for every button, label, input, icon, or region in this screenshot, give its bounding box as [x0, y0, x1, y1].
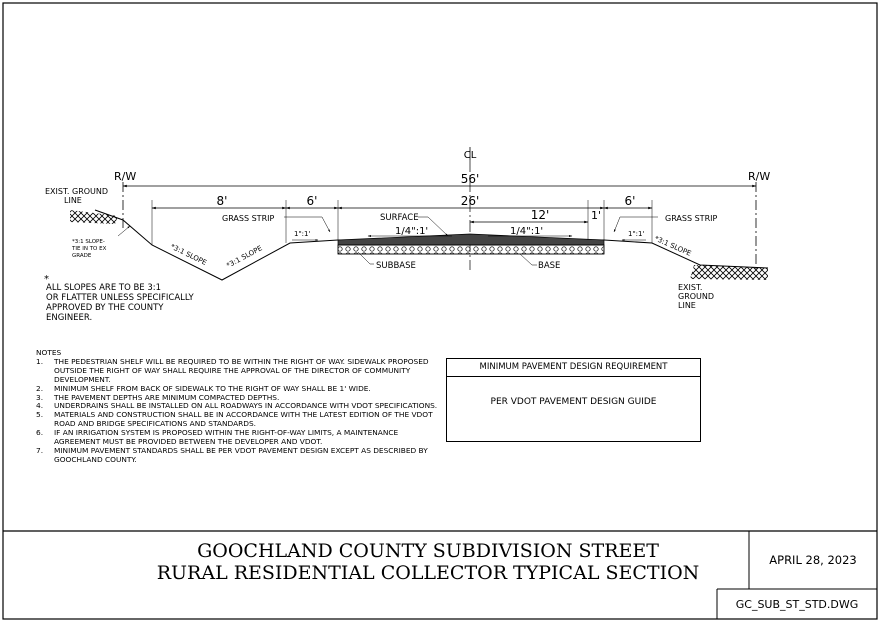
slope-right-label: 1/4":1' — [510, 226, 543, 237]
grass-strip-left: GRASS STRIP — [222, 214, 274, 223]
slopes-note-2: OR FLATTER UNLESS SPECIFICALLY — [46, 293, 194, 303]
shelf-right-label: 1":1' — [628, 230, 644, 238]
rw-left-label: R/W — [114, 170, 136, 183]
ground-right-2: GROUND — [678, 292, 714, 301]
ground-profile — [94, 209, 769, 281]
rw-right-label: R/W — [748, 170, 770, 183]
note-item: 5.MATERIALS AND CONSTRUCTION SHALL BE IN… — [36, 410, 433, 429]
subbase-label: SUBBASE — [376, 261, 416, 271]
dim-1: 1' — [591, 209, 601, 222]
exist-ground-left — [70, 210, 118, 224]
dim-8: 8' — [217, 194, 228, 208]
ground-left-1: EXIST. GROUND — [45, 187, 108, 196]
note-item: 6.IF AN IRRIGATION SYSTEM IS PROPOSED WI… — [36, 428, 399, 447]
notes-block: NOTES 1.THE PEDESTRIAN SHELF WILL BE REQ… — [36, 348, 446, 465]
centerline-symbol: CL — [464, 147, 477, 161]
sheet-title: GOOCHLAND COUNTY SUBDIVISION STREET RURA… — [130, 540, 726, 584]
dim-12: 12' — [531, 208, 550, 222]
dim-total: 56' — [461, 172, 480, 186]
pavement-base — [337, 244, 605, 255]
svg-text:CL: CL — [464, 150, 477, 161]
tie-in-2: TIE IN TO EX — [71, 246, 107, 252]
pavement-requirement-box: MINIMUM PAVEMENT DESIGN REQUIREMENT PER … — [446, 358, 701, 442]
tie-in-1: *3:1 SLOPE- — [72, 239, 105, 245]
title-line-2: RURAL RESIDENTIAL COLLECTOR TYPICAL SECT… — [156, 562, 700, 584]
notes-heading: NOTES — [36, 348, 62, 357]
note-item: 2.MINIMUM SHELF FROM BACK OF SIDEWALK TO… — [36, 383, 371, 393]
exist-ground-right — [690, 265, 768, 280]
pavement-surface — [337, 233, 605, 246]
ground-left-2: LINE — [64, 196, 82, 205]
slope-left-label: 1/4":1' — [395, 226, 428, 237]
slopes-note-3: APPROVED BY THE COUNTY — [46, 303, 164, 313]
shelf-left-label: 1":1' — [294, 230, 310, 238]
ground-right-1: EXIST. — [678, 283, 702, 292]
surface-label: SURFACE — [380, 213, 419, 223]
base-label: BASE — [538, 261, 560, 271]
note-item: 7.MINIMUM PAVEMENT STANDARDS SHALL BE PE… — [36, 445, 428, 464]
tie-in-3: GRADE — [72, 253, 92, 259]
notes-list: 1.THE PEDESTRIAN SHELF WILL BE REQUIRED … — [36, 356, 446, 465]
note-item: 1.THE PEDESTRIAN SHELF WILL BE REQUIRED … — [36, 356, 429, 384]
requirement-body: PER VDOT PAVEMENT DESIGN GUIDE — [490, 397, 657, 407]
ground-right-3: LINE — [678, 301, 696, 310]
slopes-note-4: ENGINEER. — [46, 313, 92, 323]
slopes-note-star: * — [44, 274, 49, 285]
grass-strip-right: GRASS STRIP — [665, 214, 717, 223]
drawing-filename: GC_SUB_ST_STD.DWG — [735, 598, 859, 611]
title-line-1: GOOCHLAND COUNTY SUBDIVISION STREET — [197, 540, 659, 562]
requirement-heading: MINIMUM PAVEMENT DESIGN REQUIREMENT — [447, 359, 700, 377]
slopes-note-1: ALL SLOPES ARE TO BE 3:1 — [46, 283, 161, 293]
sheet-date: APRIL 28, 2023 — [769, 553, 857, 567]
dim-6-right: 6' — [625, 194, 636, 208]
slope-31-b: *3:1 SLOPE — [225, 244, 263, 269]
dim-6-left: 6' — [307, 194, 318, 208]
note-item: 3.THE PAVEMENT DEPTHS ARE MINIMUM COMPAC… — [36, 392, 280, 402]
note-item: 4.UNDERDRAINS SHALL BE INSTALLED ON ALL … — [36, 401, 438, 411]
dim-26: 26' — [461, 194, 480, 208]
